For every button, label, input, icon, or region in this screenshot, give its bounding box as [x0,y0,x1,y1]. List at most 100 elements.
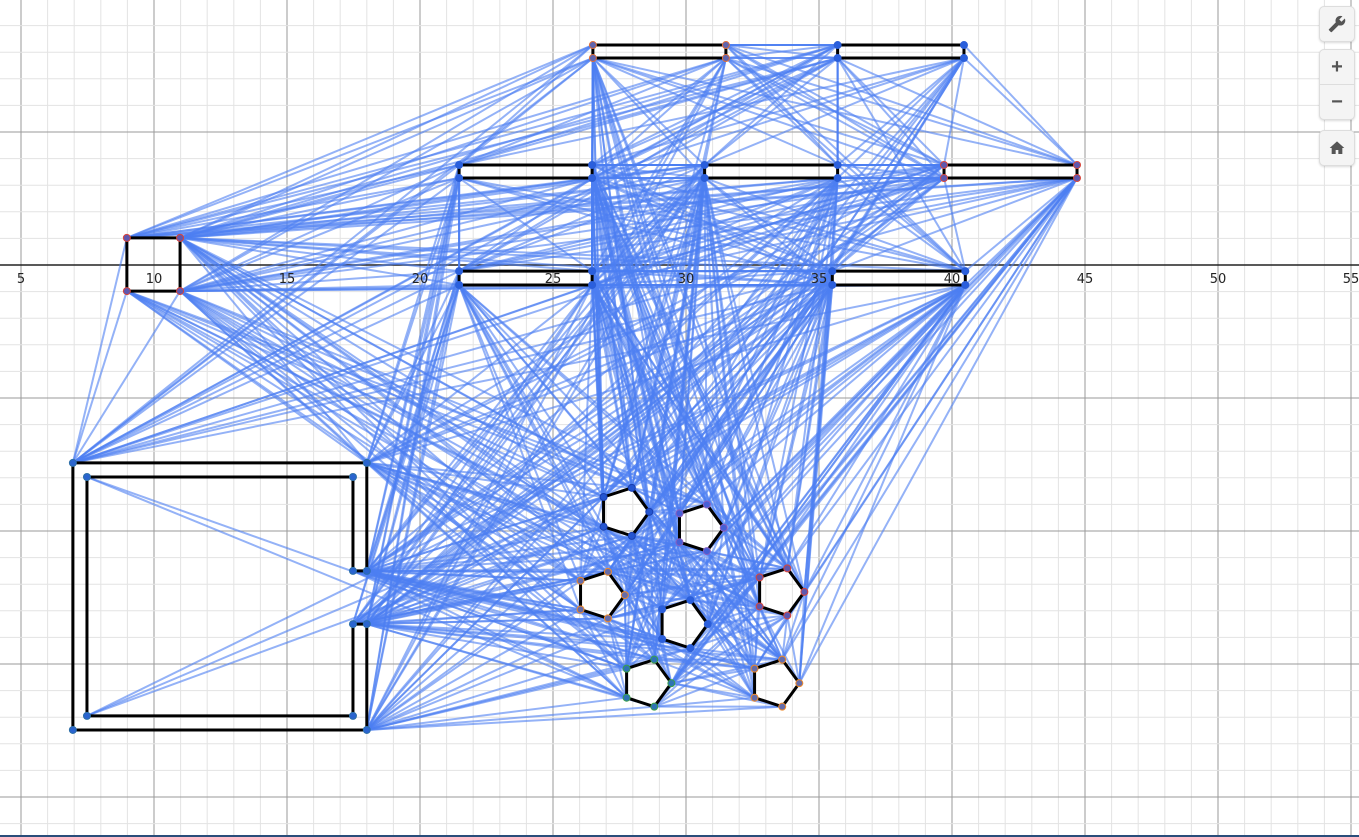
vertex-points [68,41,1082,734]
visibility-edge [624,576,760,597]
visibility-edge [366,461,609,573]
visibility-edge [836,57,965,166]
visibility-edge [579,496,605,581]
vertex-point-overlay [600,493,607,500]
visibility-edge [786,284,967,569]
visibility-edge [366,461,604,498]
vertex-point-overlay [722,55,729,62]
visibility-edge [591,57,965,179]
visibility-edge [86,525,604,717]
visibility-edge [689,177,1078,601]
vertex-point-overlay [604,568,611,575]
zoom-in-button[interactable]: + [1320,50,1354,84]
visibility-edge [631,512,680,537]
visibility-edge [352,164,706,625]
visibility-edge [661,284,967,610]
visibility-edge [579,608,628,670]
visibility-edge [798,177,1078,684]
vertex-point-overlay [779,656,786,663]
vertex-point-overlay [834,175,841,182]
obstacle-bar-low-1 [457,269,594,287]
zoom-out-button[interactable]: − [1320,84,1354,119]
visibility-edge [366,637,663,731]
vertex-point-overlay [123,288,130,295]
visibility-edge [625,608,663,670]
vertex-point-overlay [779,703,786,710]
visibility-edge [963,57,1078,166]
visibility-edge [126,164,460,239]
vertex-point-overlay [363,567,370,574]
vertex-point-overlay [69,459,76,466]
visibility-edge [458,284,788,570]
vertex-point-overlay [687,645,694,652]
vertex-point-overlay [456,175,463,182]
visibility-edge [366,696,627,731]
visibility-edge [126,290,708,506]
vertex-point-overlay [829,268,836,275]
visibility-edge [758,605,801,684]
visibility-edge [625,638,663,670]
vertex-point-overlay [676,510,683,517]
visibility-edge [126,290,609,573]
visibility-edge [366,623,783,661]
home-icon [1329,141,1345,154]
visibility-edge [352,496,605,625]
visibility-edge [72,283,833,464]
vertex-point-overlay [668,680,675,687]
visibility-edge [705,551,709,625]
visibility-edge [126,163,705,239]
x-tick-label: 55 [1343,272,1359,287]
visibility-edge [179,177,945,293]
visibility-edge [607,570,691,602]
visibility-edge [837,57,1078,166]
visibility-edge [703,57,839,166]
obstacle-bar-mid-1 [457,163,594,180]
visibility-edge [607,617,663,640]
visibility-edge [179,237,605,498]
visibility-edge [723,526,788,570]
settings-panel [1319,6,1355,42]
visibility-edge [631,284,834,489]
visibility-edge [366,461,632,489]
visibility-edge [126,290,582,611]
vertex-point-overlay [960,42,967,49]
visibility-edge [72,283,966,464]
vertex-point-overlay [623,665,630,672]
vertex-point-overlay [722,42,729,49]
obstacle-pentagon-5 [758,566,806,617]
visibility-edge [72,284,593,464]
visibility-edge [180,283,833,293]
visibility-edge [366,534,633,626]
vertex-point-overlay [621,592,628,599]
visibility-edge [366,579,581,626]
x-tick-label: 10 [146,272,163,287]
zoom-controls: + − [1319,49,1355,120]
visibility-edge [607,571,663,611]
visibility-edge [179,237,582,611]
visibility-edge [803,284,967,593]
vertex-point-overlay [589,55,596,62]
plus-icon: + [1331,55,1343,78]
x-tick-label: 45 [1077,272,1094,287]
vertex-point-overlay [941,175,948,182]
visibility-edge [126,57,727,239]
visibility-edge [579,608,655,661]
visibility-edge [179,177,945,239]
vertex-point-overlay [623,694,630,701]
visibility-edge [836,57,945,166]
default-viewport-button[interactable] [1320,131,1354,165]
visibility-edge [126,44,594,239]
visibility-edge [661,550,708,610]
visibility-edge [366,535,633,731]
visibility-edge [758,284,834,578]
home-panel [1319,130,1355,166]
visibility-edge [786,284,834,569]
vertex-point-overlay [577,577,584,584]
settings-button[interactable] [1320,7,1354,41]
visibility-edge [591,284,651,513]
vertex-point-overlay [784,565,791,572]
vertex-point-overlay [784,612,791,619]
vertex-point-overlay [1074,161,1081,168]
vertex-point-overlay [834,161,841,168]
